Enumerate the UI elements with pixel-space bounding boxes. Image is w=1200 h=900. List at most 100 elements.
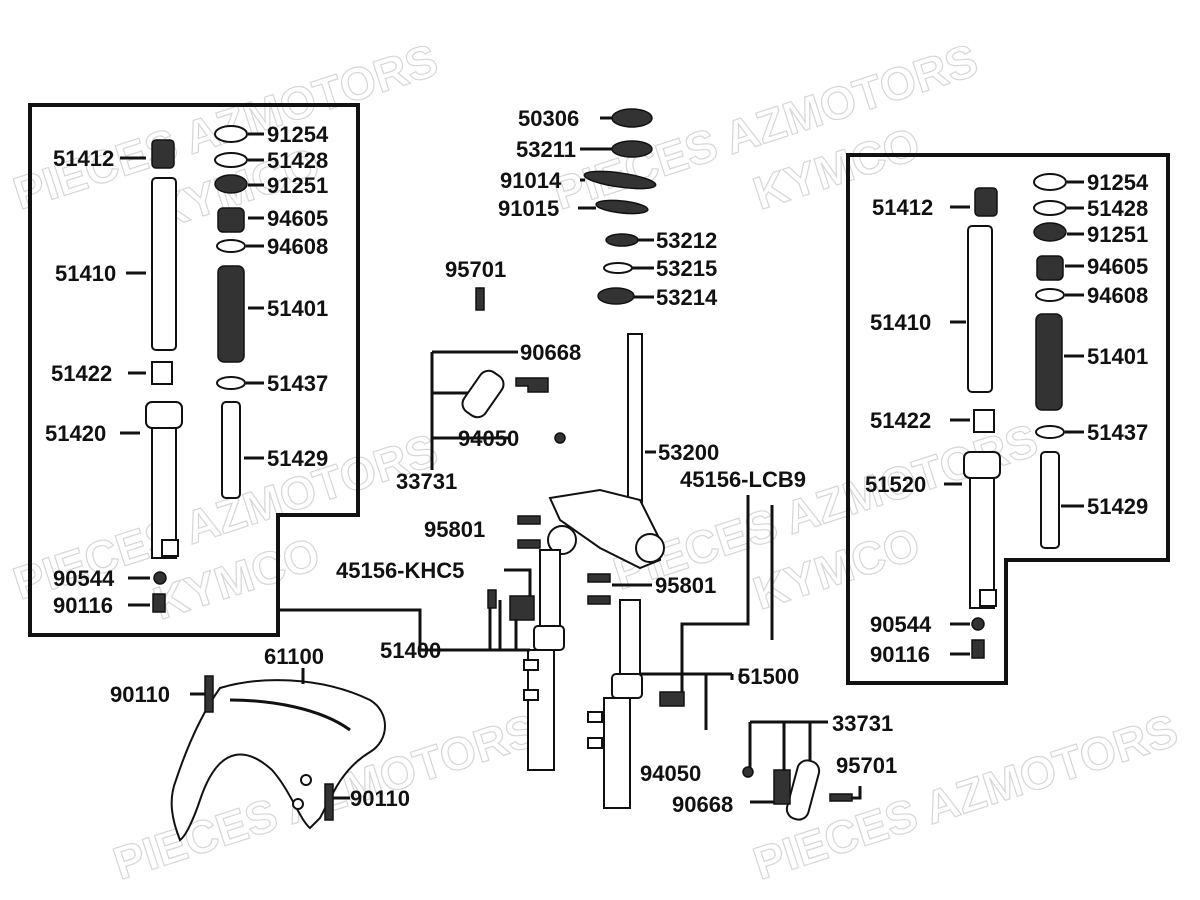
center-label: 45156-LCB9 [680, 467, 806, 492]
right-label: 51422 [870, 408, 931, 433]
screw-95701-bottom [829, 793, 853, 802]
left-label: 51422 [51, 361, 112, 386]
bracket-90668-bottom [773, 769, 791, 805]
left-label: 51429 [267, 446, 328, 471]
steering-stem-53200 [547, 333, 665, 570]
left-ring-51437 [216, 376, 246, 390]
center-label: 53215 [656, 256, 717, 281]
ball-race-91014 [583, 170, 657, 190]
center-label: 53211 [516, 137, 576, 162]
center-label: 95801 [424, 517, 485, 542]
center-label: 95801 [655, 573, 716, 598]
left-label: 51410 [55, 261, 116, 286]
left-ring-91254 [214, 125, 248, 143]
right-fork-tube [967, 225, 993, 393]
screw-95701-top [475, 287, 485, 311]
right-spring-small [974, 187, 998, 217]
left-label: 90544 [53, 566, 115, 591]
bolt-95801-left-2 [517, 539, 541, 549]
center-label: 51400 [380, 638, 441, 663]
left-label: 51412 [53, 146, 114, 171]
right-label: 51428 [1087, 196, 1148, 221]
left-fork-tube [151, 177, 177, 351]
bracket-45156-lcb9 [659, 691, 685, 707]
bolt-94050-bottom [742, 766, 754, 778]
right-label: 90116 [870, 642, 930, 667]
right-ring-91254 [1033, 173, 1067, 191]
left-bolt-90116 [152, 593, 166, 613]
right-fork-group: 51412 51410 51422 51520 90544 90116 9125… [846, 153, 1170, 685]
right-label: 51410 [870, 310, 931, 335]
right-bolt-90116 [971, 639, 985, 659]
left-rod-51429 [221, 401, 241, 499]
left-spring-51401 [217, 265, 245, 363]
right-washer-90544 [971, 617, 985, 631]
washer-53215 [603, 262, 633, 274]
fork-leg-51500 [587, 599, 643, 809]
bolt-95801-right [587, 573, 611, 583]
center-label: 50306 [518, 106, 579, 131]
guide-33731-bottom [785, 759, 821, 821]
left-spring-small [151, 139, 175, 169]
right-fork-leg [963, 451, 1001, 609]
fork-leg-51400 [523, 549, 565, 771]
fender-label: 90110 [350, 786, 410, 811]
bolt-90110-top [204, 675, 214, 713]
right-ring-91251 [1033, 222, 1067, 242]
center-label: 94050 [640, 761, 701, 786]
right-label: 51520 [865, 472, 926, 497]
center-label: 94050 [458, 426, 519, 451]
left-label: 51437 [267, 371, 328, 396]
center-label: 33731 [832, 711, 893, 736]
center-label: 33731 [396, 469, 457, 494]
right-oring-94608 [1035, 288, 1065, 302]
center-label: 53214 [656, 285, 718, 310]
center-label: 45156-KHC5 [336, 558, 464, 583]
left-label: 51401 [267, 296, 328, 321]
cone-53211 [611, 140, 653, 158]
left-label: 91254 [267, 122, 329, 147]
right-label: 94605 [1087, 254, 1148, 279]
right-label: 91254 [1087, 170, 1149, 195]
left-label: 51428 [267, 148, 328, 173]
left-fork-leg [145, 401, 183, 559]
center-label: 95701 [445, 257, 506, 282]
steering-assembly-group: 50306 53211 91014 91015 53212 53215 5321… [276, 106, 897, 821]
left-label: 94605 [267, 206, 328, 231]
right-spring-51401 [1035, 313, 1063, 411]
left-oring-94608 [216, 239, 246, 253]
center-label: 51500 [738, 664, 799, 689]
center-label: 91015 [498, 196, 559, 221]
ball-race-91015 [595, 199, 649, 215]
guide-33731-top [461, 369, 505, 419]
left-label: 94608 [267, 234, 328, 259]
bearing-nut-50306 [611, 108, 653, 128]
right-ring-51437 [1035, 425, 1065, 439]
center-label: 90668 [672, 792, 733, 817]
bolt-95801-right-2 [587, 595, 611, 605]
fender-label: 61100 [264, 644, 324, 669]
right-ring-51428 [1033, 200, 1067, 216]
right-seat-part [973, 409, 995, 433]
right-label: 51412 [872, 195, 933, 220]
left-label: 51420 [45, 421, 106, 446]
left-washer-90544 [153, 571, 167, 585]
center-label: 53200 [658, 440, 719, 465]
right-label: 94608 [1087, 283, 1148, 308]
left-ring-91251 [214, 174, 248, 194]
right-label: 51429 [1087, 494, 1148, 519]
cone-53212 [605, 233, 639, 247]
front-fender-group: 61100 90110 90110 [110, 644, 410, 842]
bracket-90668-top [515, 377, 549, 393]
right-cap-94605 [1036, 255, 1064, 281]
fender-hole [292, 798, 304, 810]
left-label: 91251 [267, 173, 328, 198]
right-rod-51429 [1040, 451, 1060, 549]
bolt-90110-bottom [324, 783, 334, 821]
bracket-45156-khc5 [509, 595, 535, 621]
fender-hole [300, 774, 312, 786]
center-label: 53212 [656, 228, 717, 253]
right-label: 51401 [1087, 344, 1148, 369]
center-label: 95701 [836, 753, 897, 778]
